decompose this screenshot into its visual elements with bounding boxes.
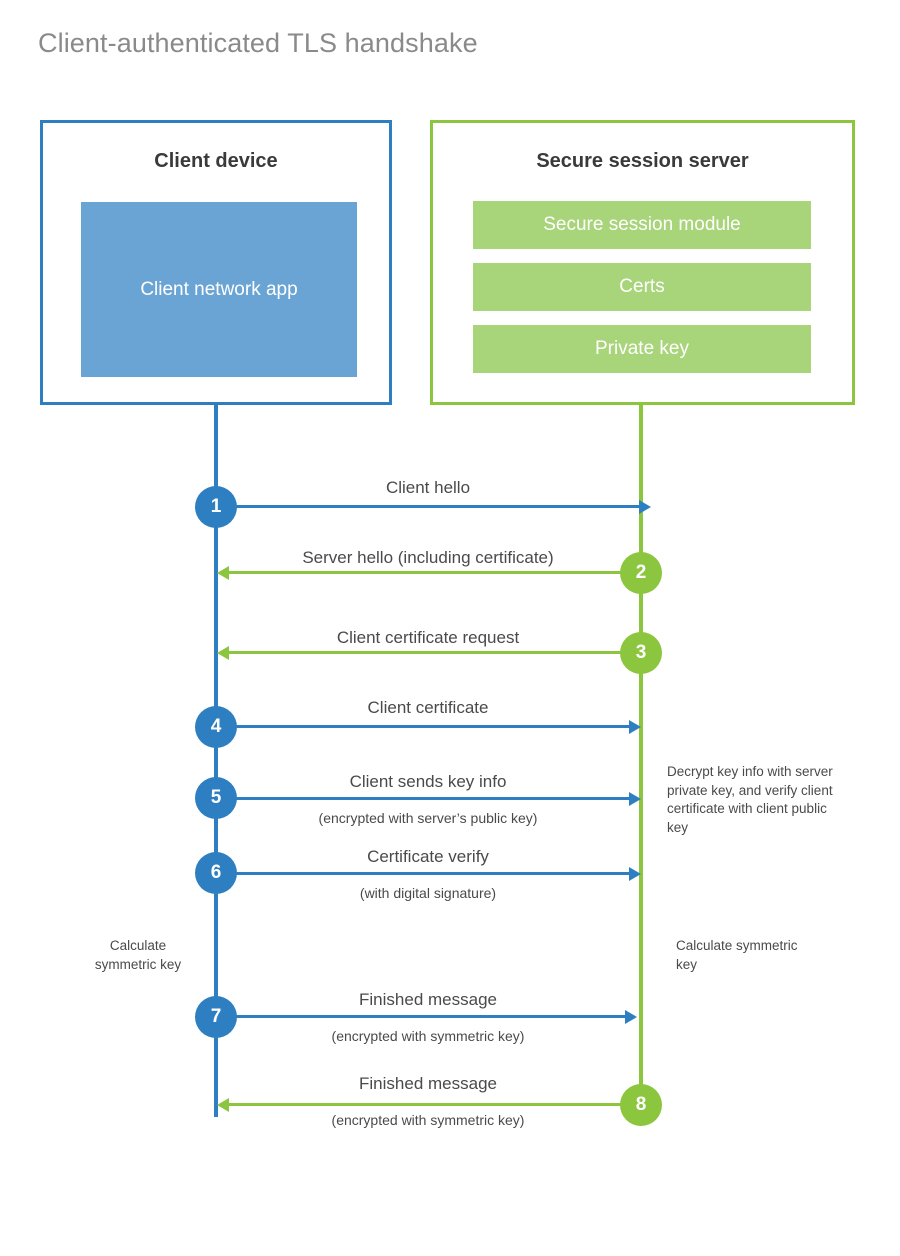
step-5-circle[interactable]: 5 [195, 777, 237, 819]
step-7-sublabel: (encrypted with symmetric key) [331, 1028, 525, 1044]
step-1-arrow [216, 499, 651, 514]
client-device-box: Client device Client network app [40, 120, 392, 405]
client-calculate-symmetric-key-note: Calculate symmetric key [94, 938, 182, 972]
step-5-sublabel: (encrypted with server’s public key) [318, 810, 538, 826]
secure-session-server-title: Secure session server [536, 150, 749, 172]
step-2-circle[interactable]: 2 [620, 552, 662, 594]
step-5-arrow [216, 791, 641, 806]
client-device-title: Client device [154, 150, 278, 172]
step-2-label: Server hello (including certificate) [302, 548, 554, 567]
client-lifeline [214, 404, 218, 1117]
server-item-secure-session-module: Secure session module [473, 201, 811, 249]
step-7-label: Finished message [359, 990, 497, 1009]
step-1-circle[interactable]: 1 [195, 486, 237, 528]
step-4-arrow [216, 719, 641, 734]
step-1-label: Client hello [385, 478, 471, 497]
step-6-label: Certificate verify [367, 847, 489, 866]
step-6-arrow [216, 866, 641, 881]
page-title: Client-authenticated TLS handshake [38, 28, 478, 58]
step-8-label: Finished message [359, 1074, 497, 1093]
step-8-arrow [217, 1097, 622, 1112]
server-lifeline [639, 404, 643, 1107]
step-3-circle[interactable]: 3 [620, 632, 662, 674]
server-item-certs: Certs [473, 263, 811, 311]
step-3-arrow [217, 645, 642, 660]
step-5-label: Client sends key info [349, 772, 507, 791]
server-decrypt-note: Decrypt key info with server private key… [667, 764, 833, 835]
step-3-label: Client certificate request [336, 628, 520, 647]
step-4-label: Client certificate [367, 698, 489, 717]
step-7-circle[interactable]: 7 [195, 996, 237, 1038]
step-8-sublabel: (encrypted with symmetric key) [331, 1112, 525, 1128]
step-2-arrow [217, 565, 642, 580]
step-8-circle[interactable]: 8 [620, 1084, 662, 1126]
step-6-circle[interactable]: 6 [195, 852, 237, 894]
client-network-app-block: Client network app [81, 202, 357, 377]
secure-session-server-box: Secure session server Secure session mod… [430, 120, 855, 405]
server-calculate-symmetric-key-note: Calculate symmetric key [676, 938, 798, 972]
step-7-arrow [216, 1009, 637, 1024]
step-4-circle[interactable]: 4 [195, 706, 237, 748]
server-item-private-key: Private key [473, 325, 811, 373]
step-6-sublabel: (with digital signature) [359, 885, 497, 901]
